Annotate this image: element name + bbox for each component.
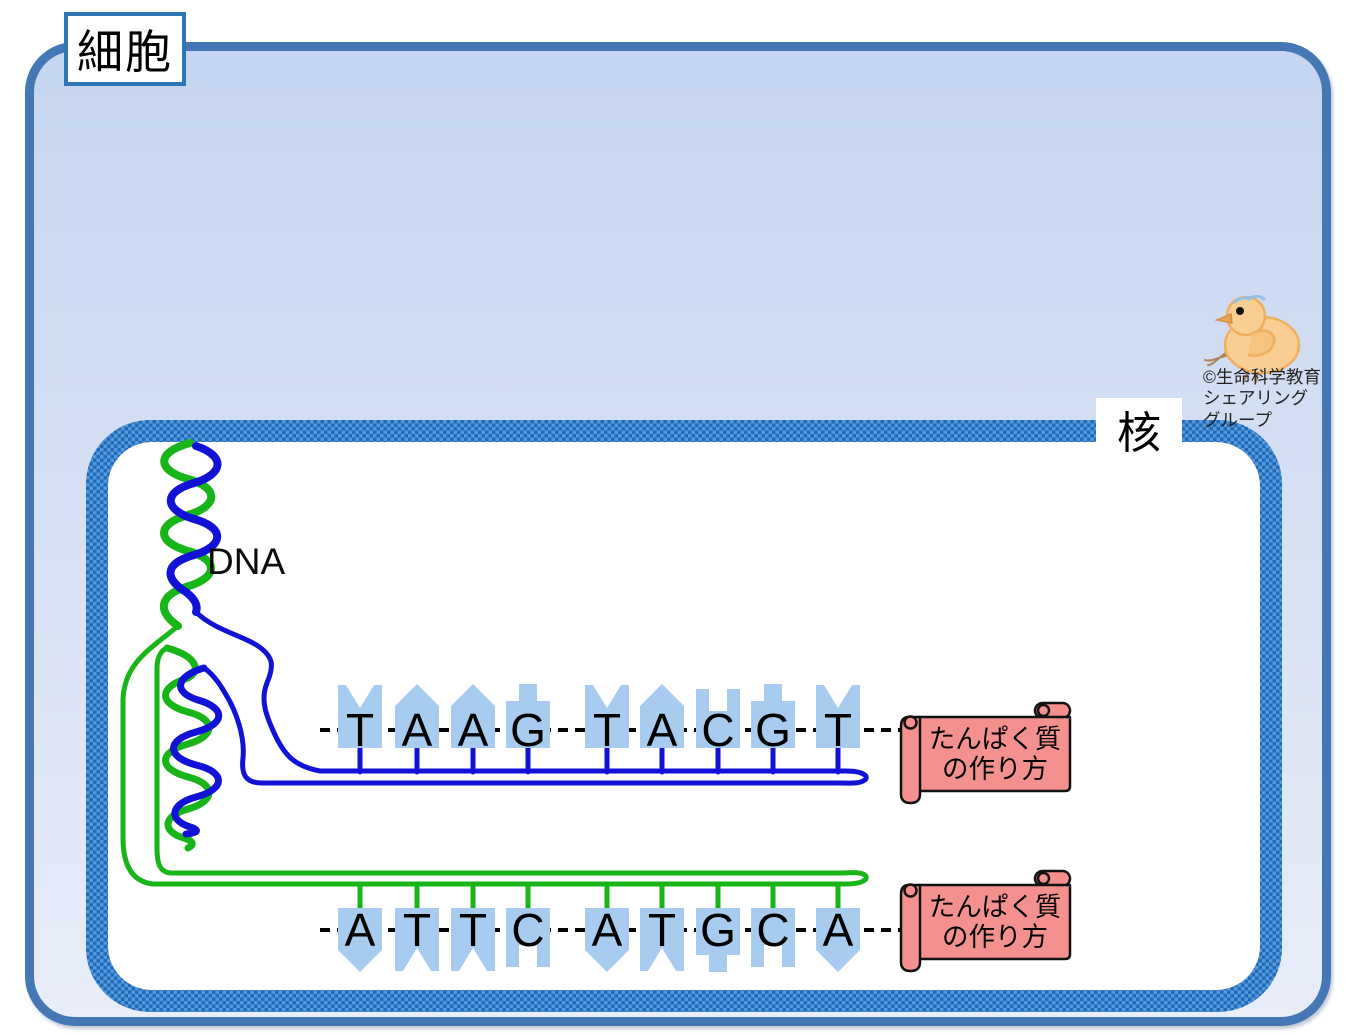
- base-block: [451, 684, 495, 748]
- scroll-label-line1: たんぱく質: [929, 724, 1062, 754]
- blue-helix-segment: [166, 442, 222, 616]
- scroll-curl-icon: [1036, 703, 1051, 718]
- base-block: [506, 908, 550, 967]
- scroll-body: [916, 715, 1072, 793]
- base-block: [451, 908, 495, 971]
- credit-line2: シェアリング: [1203, 388, 1308, 409]
- base-letter: G: [755, 704, 791, 756]
- base-letter: T: [824, 704, 852, 756]
- base-block: [338, 908, 382, 972]
- scroll-curl-icon: [903, 883, 918, 898]
- base-letter: T: [346, 704, 374, 756]
- scroll-body: [916, 883, 1072, 961]
- base-letter: G: [700, 904, 736, 956]
- base-block: [395, 908, 439, 971]
- base-letter: A: [345, 904, 376, 956]
- blue-minicoil-segment: [170, 664, 223, 838]
- base-block: [696, 689, 740, 748]
- scroll-label-line2: の作り方: [942, 754, 1048, 784]
- scroll-label-line1: たんぱく質: [929, 892, 1062, 922]
- scroll-left-strip: [899, 715, 922, 805]
- base-letter: C: [756, 904, 789, 956]
- base-letter: A: [647, 704, 678, 756]
- base-letter: A: [458, 704, 489, 756]
- base-letter: T: [403, 904, 431, 956]
- base-block: [395, 684, 439, 748]
- base-block: [338, 685, 382, 748]
- scroll-curl-icon: [1036, 871, 1051, 886]
- green-strand: [120, 439, 869, 887]
- scroll-left-strip: [899, 883, 922, 973]
- base-letter: A: [402, 704, 433, 756]
- cell-label-text: 細胞: [77, 26, 173, 78]
- base-block: [816, 685, 860, 748]
- protein-scroll-top: たんぱく質 の作り方: [899, 701, 1072, 805]
- copyright-credit: ©生命科学教育 シェアリング グループ: [1203, 367, 1349, 431]
- base-block: [585, 908, 629, 972]
- base-letter: A: [823, 904, 854, 956]
- base-block: [816, 908, 860, 972]
- credit-line3: グループ: [1203, 409, 1272, 430]
- base-block: [640, 908, 684, 971]
- blue-strand: [166, 442, 869, 838]
- scroll-curl-icon: [903, 715, 918, 730]
- green-minicoil-segment: [162, 644, 213, 852]
- base-letter: T: [648, 904, 676, 956]
- protein-scroll-bottom: たんぱく質 の作り方: [899, 869, 1072, 973]
- blue-run-segment: [193, 609, 869, 786]
- base-block: [585, 685, 629, 748]
- base-letter: G: [510, 704, 546, 756]
- base-block: [696, 908, 740, 972]
- base-letter: T: [459, 904, 487, 956]
- green-run-segment: [120, 623, 869, 887]
- dna-label: DNA: [207, 541, 286, 582]
- nucleus-label-text: 核: [1102, 404, 1176, 458]
- scroll-label-line2: の作り方: [942, 922, 1048, 952]
- base-letter: C: [511, 904, 544, 956]
- base-block: [506, 684, 550, 748]
- base-block: [751, 684, 795, 748]
- base-letter: C: [701, 704, 734, 756]
- base-block: [751, 908, 795, 967]
- cell-label: 細胞: [64, 12, 186, 86]
- credit-line1: ©生命科学教育: [1203, 367, 1321, 387]
- base-letter: T: [593, 704, 621, 756]
- chick-illustration: [1204, 294, 1301, 383]
- base-letter: A: [592, 904, 623, 956]
- nucleus-label: 核: [1096, 398, 1182, 460]
- base-block: [640, 684, 684, 748]
